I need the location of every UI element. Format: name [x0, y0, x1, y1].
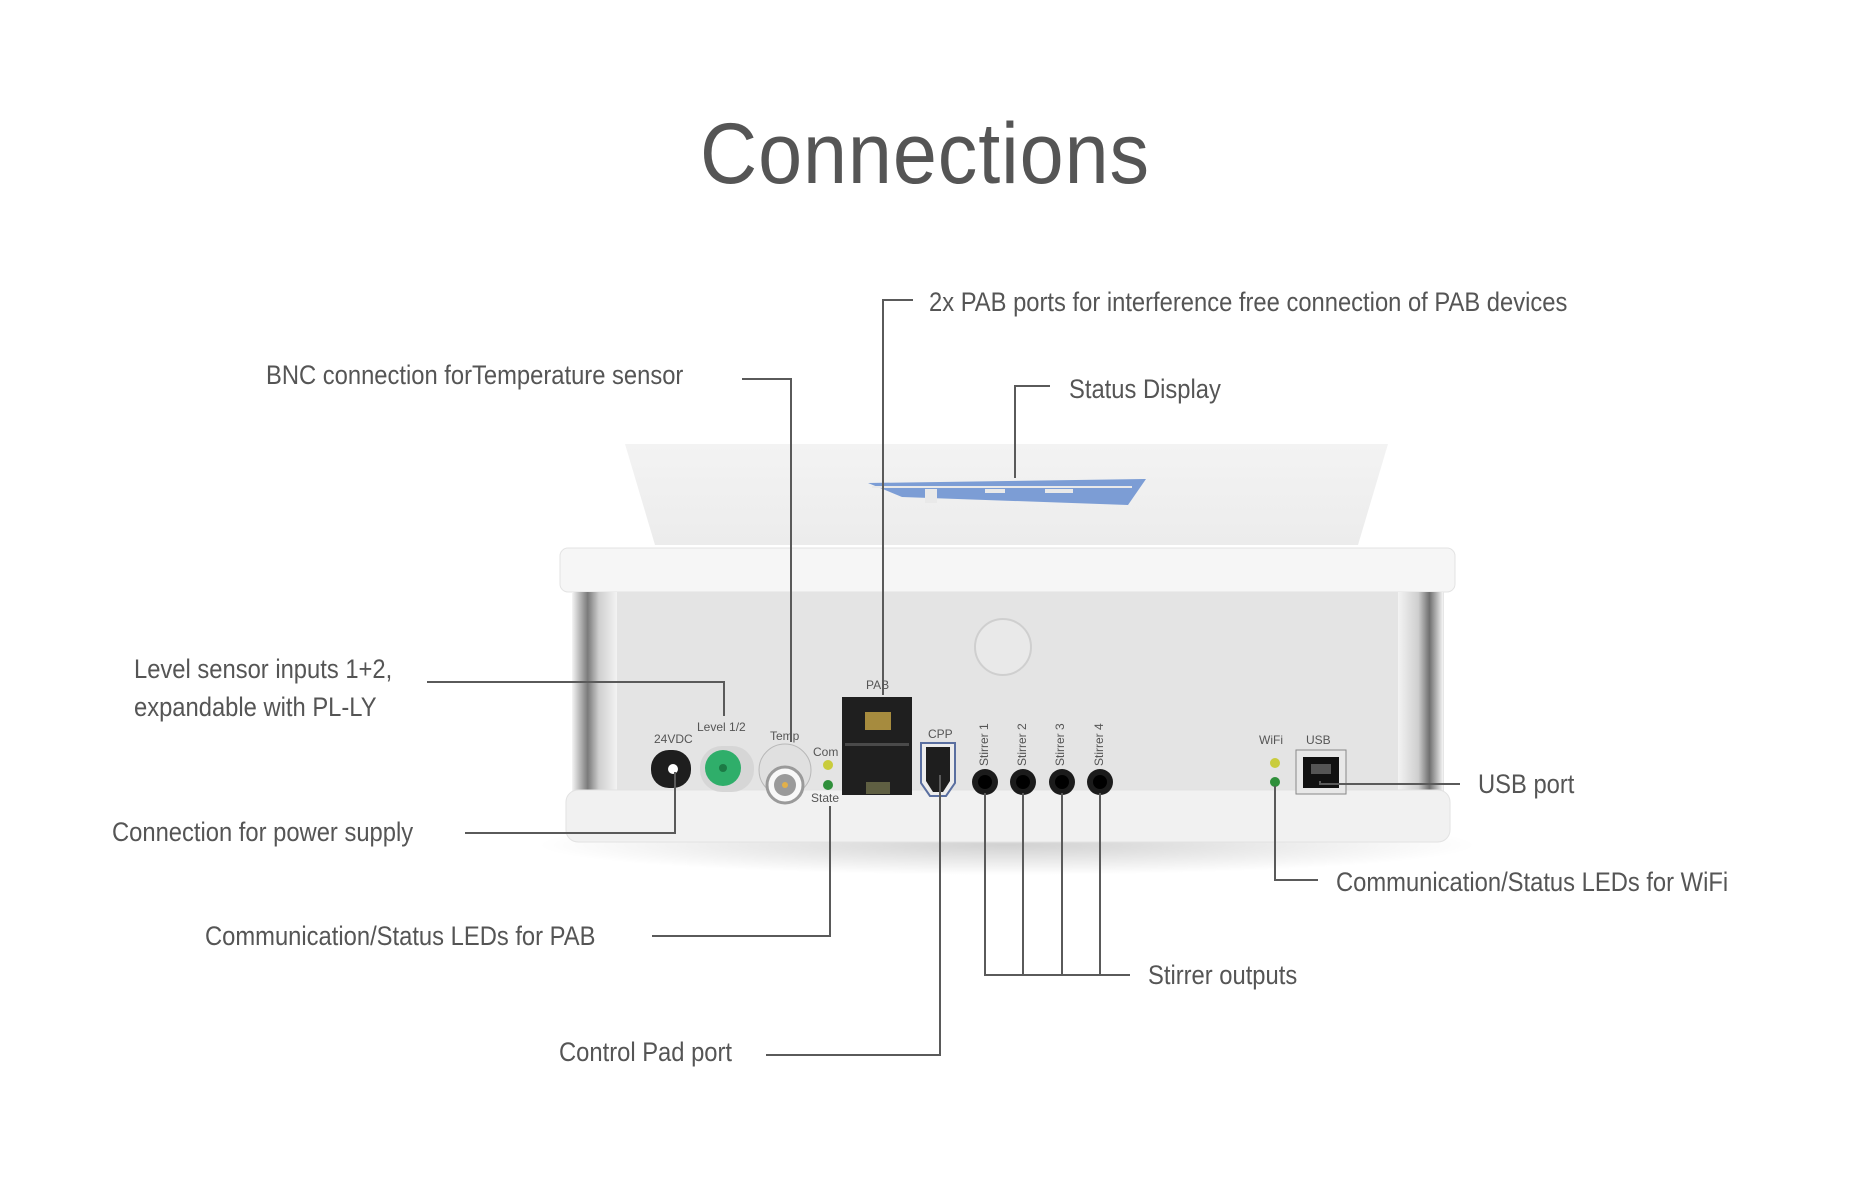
leader-wifi-leds: [1274, 786, 1318, 881]
device-lid: [559, 442, 1456, 593]
page-title: Connections: [700, 106, 1150, 202]
cpp-port: CPP: [920, 727, 956, 797]
label-pab-leds: Communication/Status LEDs for PAB: [205, 921, 596, 951]
label-control-pad: Control Pad port: [559, 1037, 733, 1067]
brand-logo: [868, 479, 1146, 505]
power-jack: 24VDC: [651, 732, 693, 788]
svg-text:USB: USB: [1306, 733, 1331, 747]
svg-text:Stirrer 3: Stirrer 3: [1053, 723, 1067, 766]
label-usb: USB port: [1478, 769, 1575, 799]
label-level-line2: expandable with PL-LY: [134, 692, 377, 722]
svg-text:Com: Com: [813, 745, 838, 759]
round-button: [974, 618, 1032, 676]
label-wifi-leds: Communication/Status LEDs for WiFi: [1336, 867, 1729, 897]
label-bnc: BNC connection forTemperature sensor: [266, 360, 684, 390]
label-power: Connection for power supply: [112, 817, 414, 847]
leader-usb: [1319, 781, 1460, 785]
svg-text:Stirrer 4: Stirrer 4: [1092, 723, 1106, 766]
svg-text:WiFi: WiFi: [1259, 733, 1283, 747]
leader-bnc: [742, 378, 792, 742]
svg-text:Level 1/2: Level 1/2: [697, 720, 746, 734]
label-status-display: Status Display: [1069, 374, 1221, 404]
leader-status-display: [1014, 385, 1050, 478]
svg-text:24VDC: 24VDC: [654, 732, 693, 746]
wifi-status-leds: WiFi: [1259, 733, 1283, 787]
leader-lines: [427, 299, 1460, 1056]
leader-pab-ports: [882, 299, 913, 695]
leader-stirrer: [984, 793, 1130, 976]
svg-text:PAB: PAB: [866, 678, 889, 692]
bnc-connector: Temp: [758, 729, 812, 805]
svg-text:Stirrer 2: Stirrer 2: [1015, 723, 1029, 766]
svg-text:State: State: [811, 791, 839, 805]
leader-power: [465, 772, 676, 834]
leader-level: [427, 681, 725, 716]
pab-status-leds: Com State: [811, 745, 839, 805]
leader-control-pad: [766, 775, 941, 1056]
label-pab-ports: 2x PAB ports for interference free conne…: [929, 287, 1568, 317]
stirrer-ports: Stirrer 1 Stirrer 2 Stirrer 3 Stirrer 4: [972, 723, 1113, 795]
svg-text:CPP: CPP: [928, 727, 953, 741]
svg-text:Stirrer 1: Stirrer 1: [977, 723, 991, 766]
label-level-line1: Level sensor inputs 1+2,: [134, 654, 393, 684]
label-stirrer: Stirrer outputs: [1148, 960, 1298, 990]
leader-pab-leds: [652, 806, 831, 937]
svg-text:Temp: Temp: [770, 729, 800, 743]
usb-port: USB: [1295, 733, 1347, 795]
level-connector: Level 1/2: [697, 720, 754, 792]
